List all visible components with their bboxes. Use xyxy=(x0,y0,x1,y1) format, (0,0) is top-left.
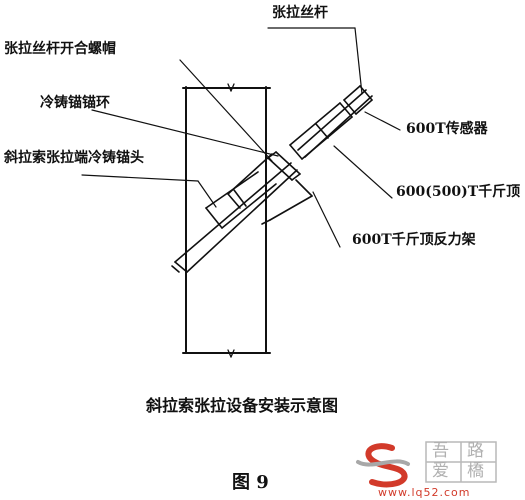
watermark-char-4: 橋 xyxy=(467,461,484,481)
leader-lines xyxy=(81,27,401,248)
logo-box-icon xyxy=(425,441,497,483)
watermark-char-1: 吾 xyxy=(432,441,449,461)
label-cold-cast-anchor-head: 斜拉索张拉端冷铸锚头 xyxy=(4,150,144,166)
break-mark xyxy=(227,83,235,358)
label-split-nut: 张拉丝杆开合螺帽 xyxy=(4,41,116,57)
label-sensor: 600T传感器 xyxy=(406,121,488,137)
figure-number: 图 9 xyxy=(232,472,269,493)
label-jack: 600(500)T千斤顶 xyxy=(396,184,521,200)
label-reaction-frame: 600T千斤顶反力架 xyxy=(352,232,476,248)
watermark-char-2: 路 xyxy=(467,441,484,461)
label-tension-screw-rod: 张拉丝杆 xyxy=(272,5,328,21)
logo-swirl-icon xyxy=(356,443,410,488)
cable-assembly xyxy=(171,85,373,273)
label-cold-cast-anchor-ring: 冷铸锚锚环 xyxy=(40,95,110,111)
diagram-title: 斜拉索张拉设备安装示意图 xyxy=(146,396,339,415)
watermark-char-3: 爱 xyxy=(432,461,449,481)
watermark-url: www.lq52.com xyxy=(378,486,471,499)
pylon-wall xyxy=(182,86,271,354)
